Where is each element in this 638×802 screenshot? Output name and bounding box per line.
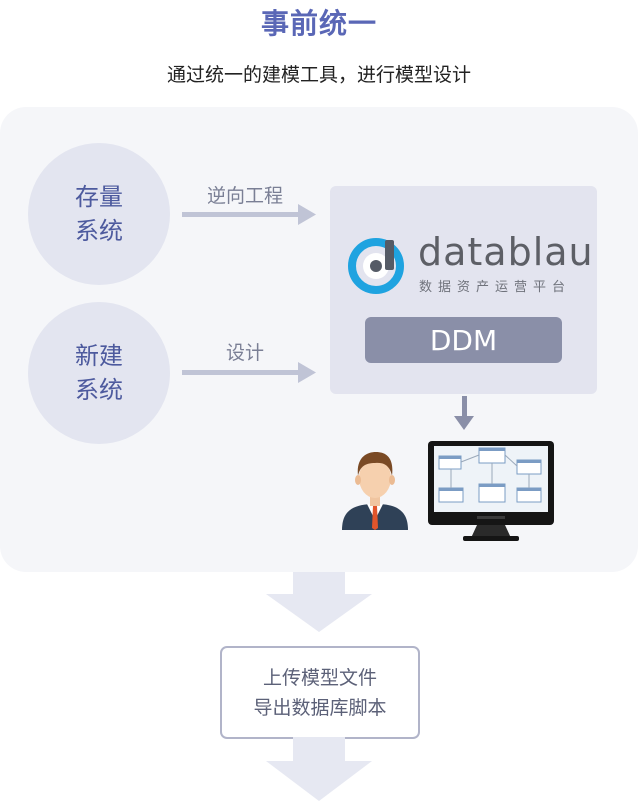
output-actions-box: 上传模型文件 导出数据库脚本 bbox=[220, 646, 420, 739]
reverse-engineering-label: 逆向工程 bbox=[206, 185, 283, 207]
legacy-system-label-line2: 系统 bbox=[75, 217, 123, 245]
ddm-product-button[interactable]: DDM bbox=[365, 317, 562, 363]
reverse-engineering-arrow bbox=[182, 204, 316, 225]
datablau-logo-icon bbox=[348, 238, 404, 294]
export-database-script-text: 导出数据库脚本 bbox=[253, 696, 387, 719]
page-title: 事前统一 bbox=[260, 7, 377, 40]
design-arrow bbox=[182, 362, 316, 383]
brand-tagline: 数据资产运营平台 bbox=[419, 280, 572, 295]
monitor-icon bbox=[428, 441, 554, 541]
new-system-node: 新建 系统 bbox=[28, 302, 170, 444]
brand-wordmark: datablau bbox=[418, 230, 594, 274]
new-system-label-line1: 新建 bbox=[75, 342, 123, 370]
flow-down-arrow-lower bbox=[266, 737, 372, 801]
legacy-system-label-line1: 存量 bbox=[75, 183, 123, 211]
flow-down-arrow-upper bbox=[266, 572, 372, 632]
new-system-label-line2: 系统 bbox=[75, 376, 123, 404]
person-icon bbox=[342, 452, 408, 530]
legacy-system-node: 存量 系统 bbox=[28, 143, 170, 285]
ddm-down-arrow bbox=[454, 396, 474, 430]
upload-model-file-text: 上传模型文件 bbox=[262, 666, 377, 689]
design-label: 设计 bbox=[225, 342, 264, 364]
page-subtitle: 通过统一的建模工具，进行模型设计 bbox=[166, 64, 471, 86]
